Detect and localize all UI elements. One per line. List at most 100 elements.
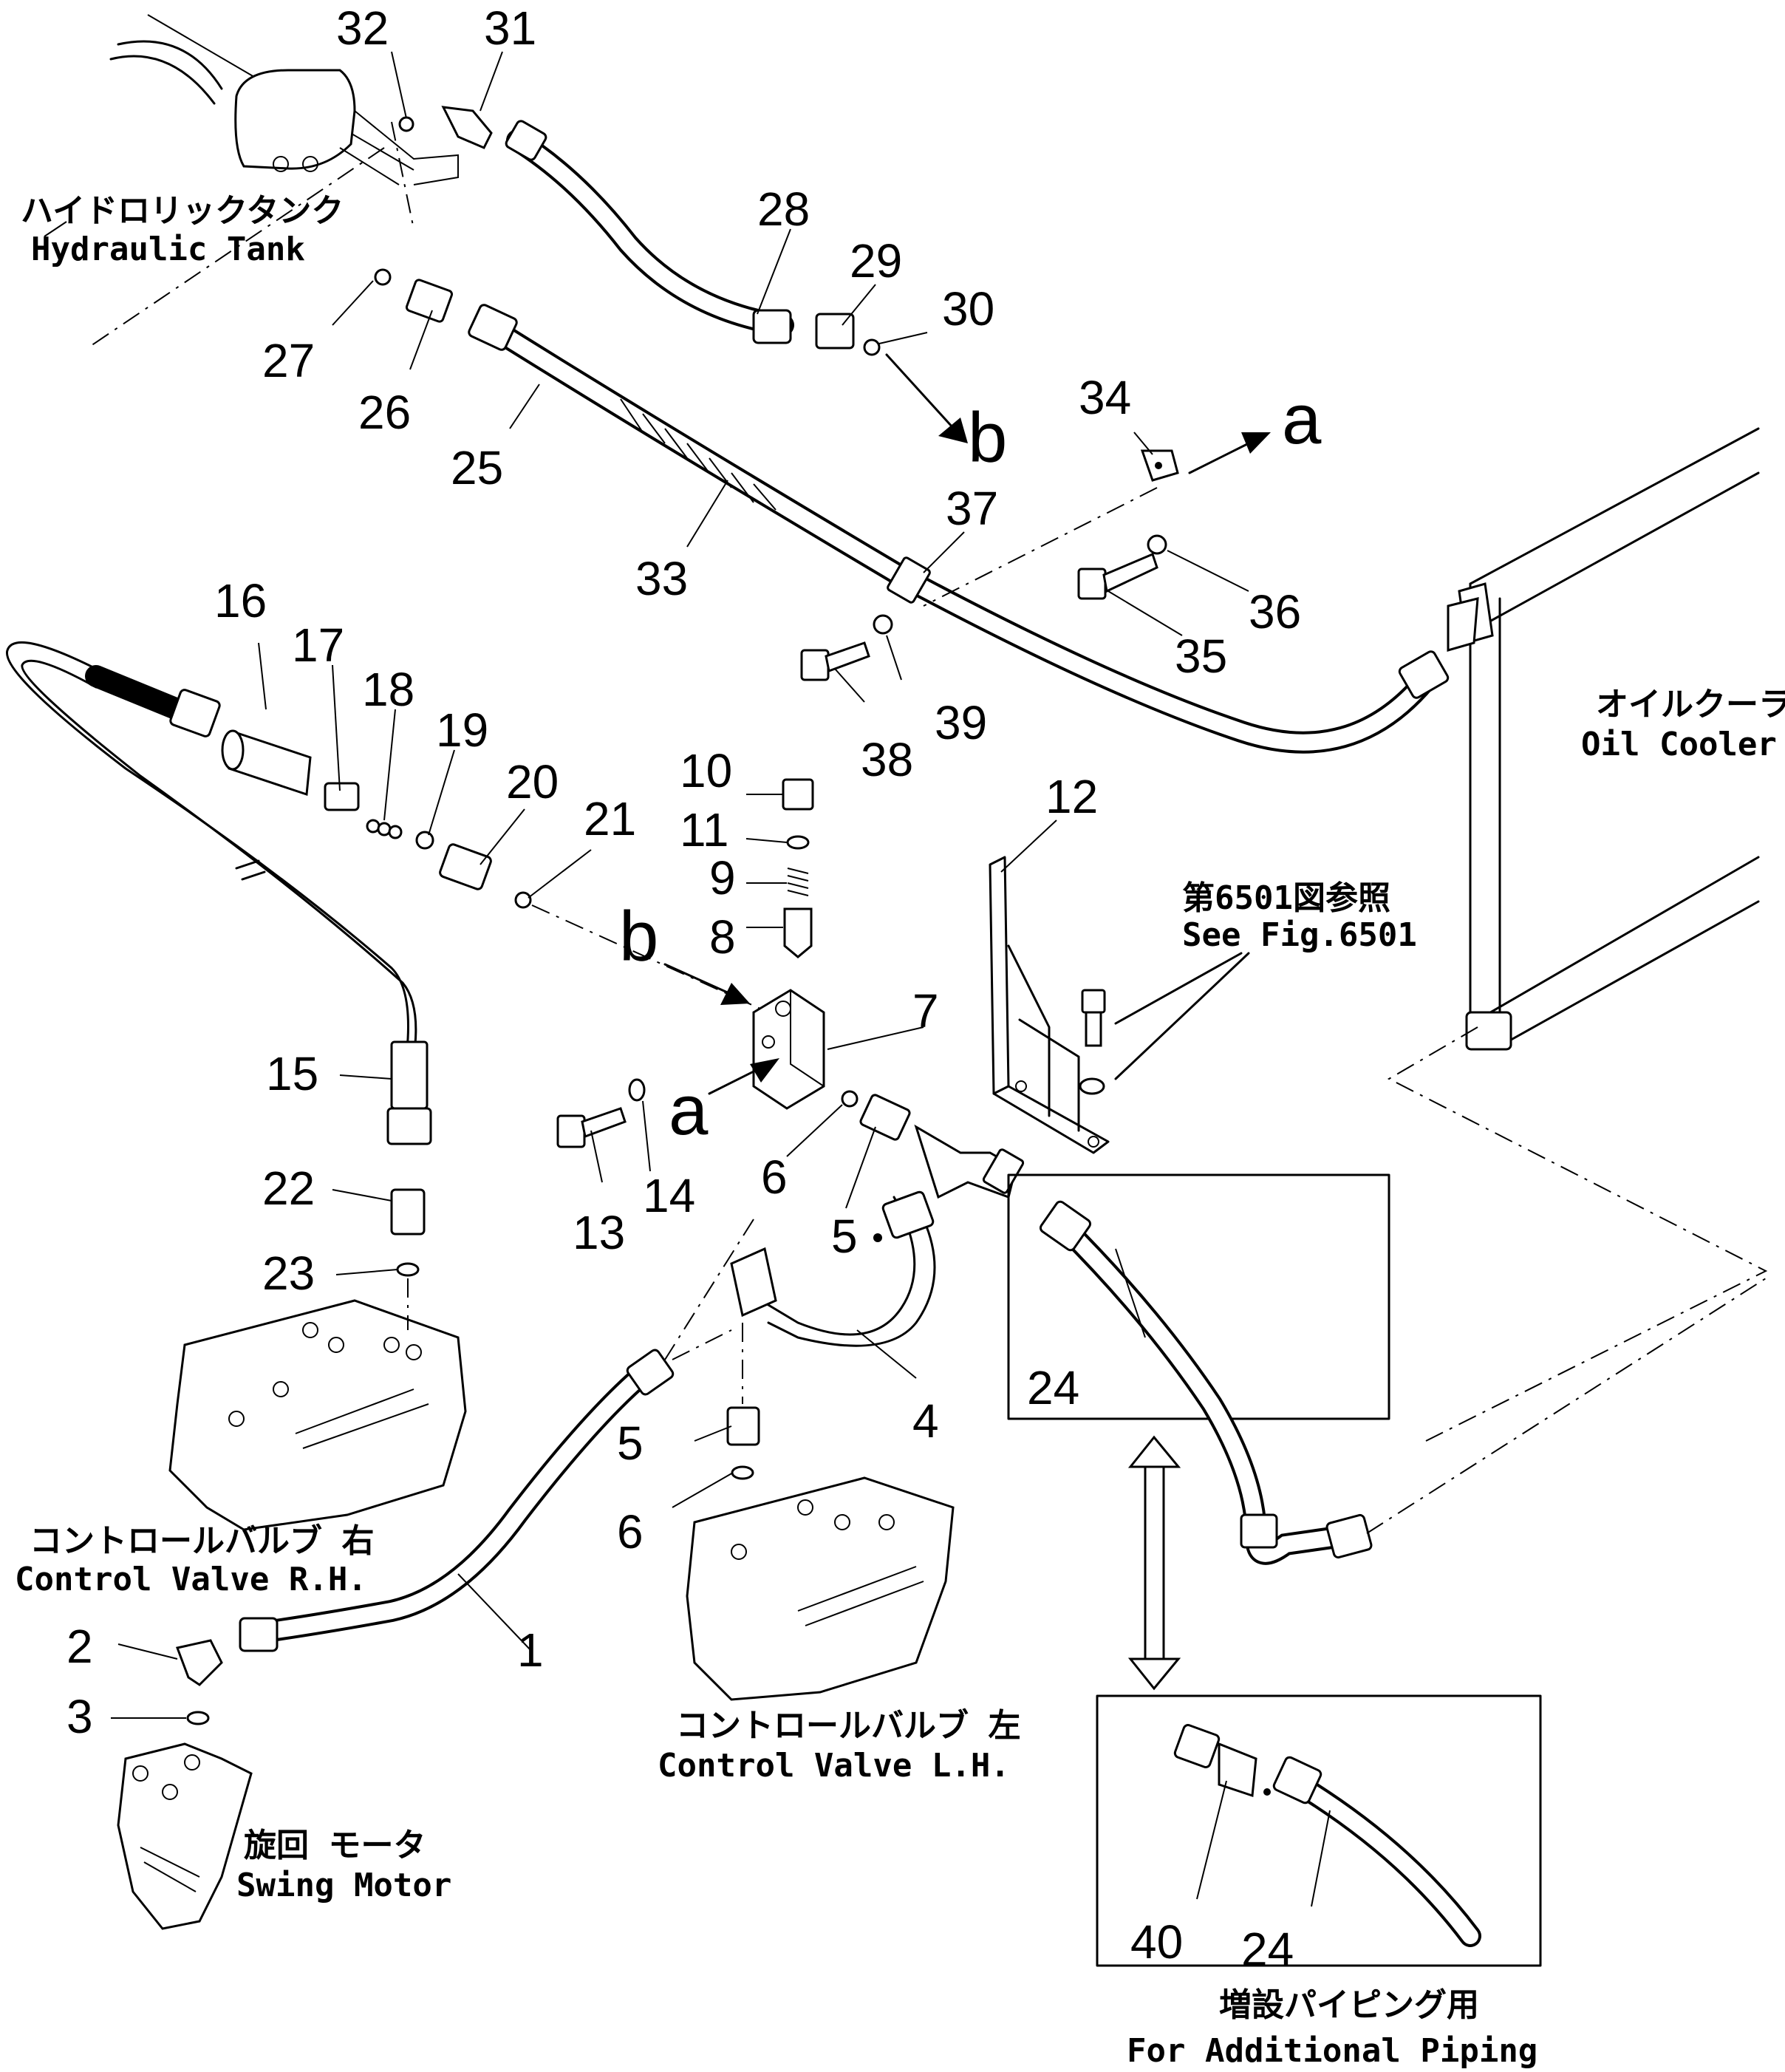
- callout-7: 7: [912, 984, 939, 1037]
- o-ring-30: [863, 338, 881, 356]
- o-ring-3: [186, 1711, 210, 1725]
- connection-letter-b-block: b: [619, 897, 658, 976]
- callout-20: 20: [506, 755, 559, 808]
- hose-24-additional: [1272, 1756, 1481, 1947]
- callout-12: 12: [1045, 770, 1098, 823]
- callout-24b: 24: [1241, 1923, 1294, 1976]
- tee-40: [1173, 1724, 1271, 1798]
- callout-4: 4: [912, 1394, 939, 1448]
- control-valve-lh-label-jp: コントロールバルブ 左: [676, 1707, 1021, 1745]
- callout-15: 15: [266, 1047, 318, 1100]
- callout-9: 9: [709, 851, 736, 904]
- control-valve-rh-label-en: Control Valve R.H.: [15, 1561, 367, 1598]
- additional-piping-label-en: For Additional Piping: [1127, 2032, 1537, 2070]
- callout-37: 37: [946, 482, 998, 535]
- callout-5a: 5: [831, 1210, 858, 1263]
- callout-31: 31: [484, 1, 536, 55]
- callout-21: 21: [584, 792, 636, 845]
- callout-39: 39: [935, 696, 987, 749]
- callout-25: 25: [451, 441, 503, 494]
- block-7: [752, 989, 825, 1110]
- bolt-10: [782, 778, 814, 811]
- see-fig-label-jp: 第6501図参照: [1182, 879, 1390, 917]
- callouts: 32 31 28 29 30 27 26 25 33 34 37 36 35 3…: [66, 1, 1331, 1976]
- o-ring-6-bottom: [731, 1465, 754, 1480]
- callout-34: 34: [1079, 371, 1131, 424]
- callout-3: 3: [66, 1690, 93, 1743]
- pipe-4: [730, 1124, 1025, 1347]
- callout-27: 27: [262, 334, 315, 387]
- callout-35: 35: [1175, 630, 1227, 683]
- poppet-8: [783, 907, 813, 958]
- hose-15: [5, 641, 432, 1145]
- bolt-13: [556, 1107, 627, 1148]
- callout-38: 38: [861, 733, 913, 786]
- callout-22: 22: [262, 1162, 315, 1215]
- adapter-17: [324, 782, 360, 811]
- adapter-20: [439, 843, 492, 890]
- additional-piping-label-jp: 増設パイピング用: [1219, 1986, 1479, 2024]
- double-arrow: [1127, 1435, 1181, 1691]
- spring-9: [787, 868, 809, 896]
- callout-6b: 6: [617, 1505, 644, 1558]
- washer-36: [1147, 534, 1167, 555]
- hose-28: [505, 120, 794, 344]
- detail-box-hose-24: [1007, 1173, 1390, 1420]
- o-ring-23: [396, 1262, 420, 1277]
- washer-39: [873, 614, 893, 635]
- seal-18: [366, 819, 403, 839]
- see-fig-label-en: See Fig.6501: [1182, 916, 1417, 954]
- callout-1: 1: [517, 1623, 544, 1677]
- callout-14: 14: [643, 1169, 695, 1222]
- bolt-38: [800, 641, 870, 681]
- connection-letter-a-block: a: [669, 1071, 709, 1150]
- callout-6a: 6: [761, 1151, 788, 1204]
- callout-36: 36: [1249, 585, 1301, 638]
- callout-24a: 24: [1027, 1361, 1079, 1414]
- callout-8: 8: [709, 910, 736, 964]
- callout-13: 13: [573, 1206, 625, 1259]
- callout-2: 2: [66, 1620, 93, 1673]
- clamp-37: [887, 556, 931, 604]
- control-valve-lh: [686, 1476, 955, 1701]
- elbow-31: [441, 106, 493, 149]
- adapter-22: [390, 1188, 426, 1236]
- coupling-16: [221, 729, 312, 797]
- swing-motor-label-jp: 旋回 モータ: [244, 1827, 426, 1864]
- bolt-35: [1077, 552, 1158, 600]
- bolt-see-fig: [1079, 989, 1106, 1095]
- hydraulic-tank-label-en: Hydraulic Tank: [31, 231, 305, 268]
- oil-cooler-label-en: Oil Cooler: [1581, 726, 1777, 763]
- oil-cooler-label-jp: オイルクーラ: [1596, 686, 1785, 723]
- hydraulic-tank-label-jp: ハイドロリックタンク: [21, 192, 344, 230]
- callout-18: 18: [362, 663, 414, 716]
- callout-5b: 5: [617, 1417, 644, 1470]
- o-ring-32: [398, 116, 414, 132]
- swing-motor-label-en: Swing Motor: [236, 1867, 451, 1904]
- adapter-5-top: [859, 1094, 911, 1141]
- callout-28: 28: [757, 183, 810, 236]
- control-valve-rh-label-jp: コントロールバルブ 右: [30, 1522, 375, 1560]
- clip-34: [1140, 449, 1179, 482]
- control-valve-rh: [168, 1299, 467, 1531]
- hydraulic-tank: [44, 14, 459, 237]
- connection-letter-b-top: b: [968, 398, 1007, 477]
- sleeve-33: [620, 398, 777, 511]
- arrow-b-block: [663, 963, 740, 999]
- callout-11: 11: [680, 803, 728, 856]
- o-ring-19: [415, 831, 434, 850]
- o-ring-6-top: [841, 1090, 859, 1108]
- callout-30: 30: [942, 282, 994, 335]
- callout-16: 16: [214, 574, 267, 627]
- callout-26: 26: [358, 386, 411, 439]
- callout-29: 29: [850, 234, 902, 287]
- adapter-26: [405, 279, 454, 323]
- detail-box-additional-piping: [1096, 1694, 1542, 1967]
- hose-24: [1039, 1200, 1373, 1565]
- callout-23: 23: [262, 1247, 315, 1300]
- callout-10: 10: [680, 744, 732, 797]
- o-ring-21: [514, 891, 532, 909]
- callout-19: 19: [436, 703, 488, 757]
- washer-11: [786, 835, 810, 850]
